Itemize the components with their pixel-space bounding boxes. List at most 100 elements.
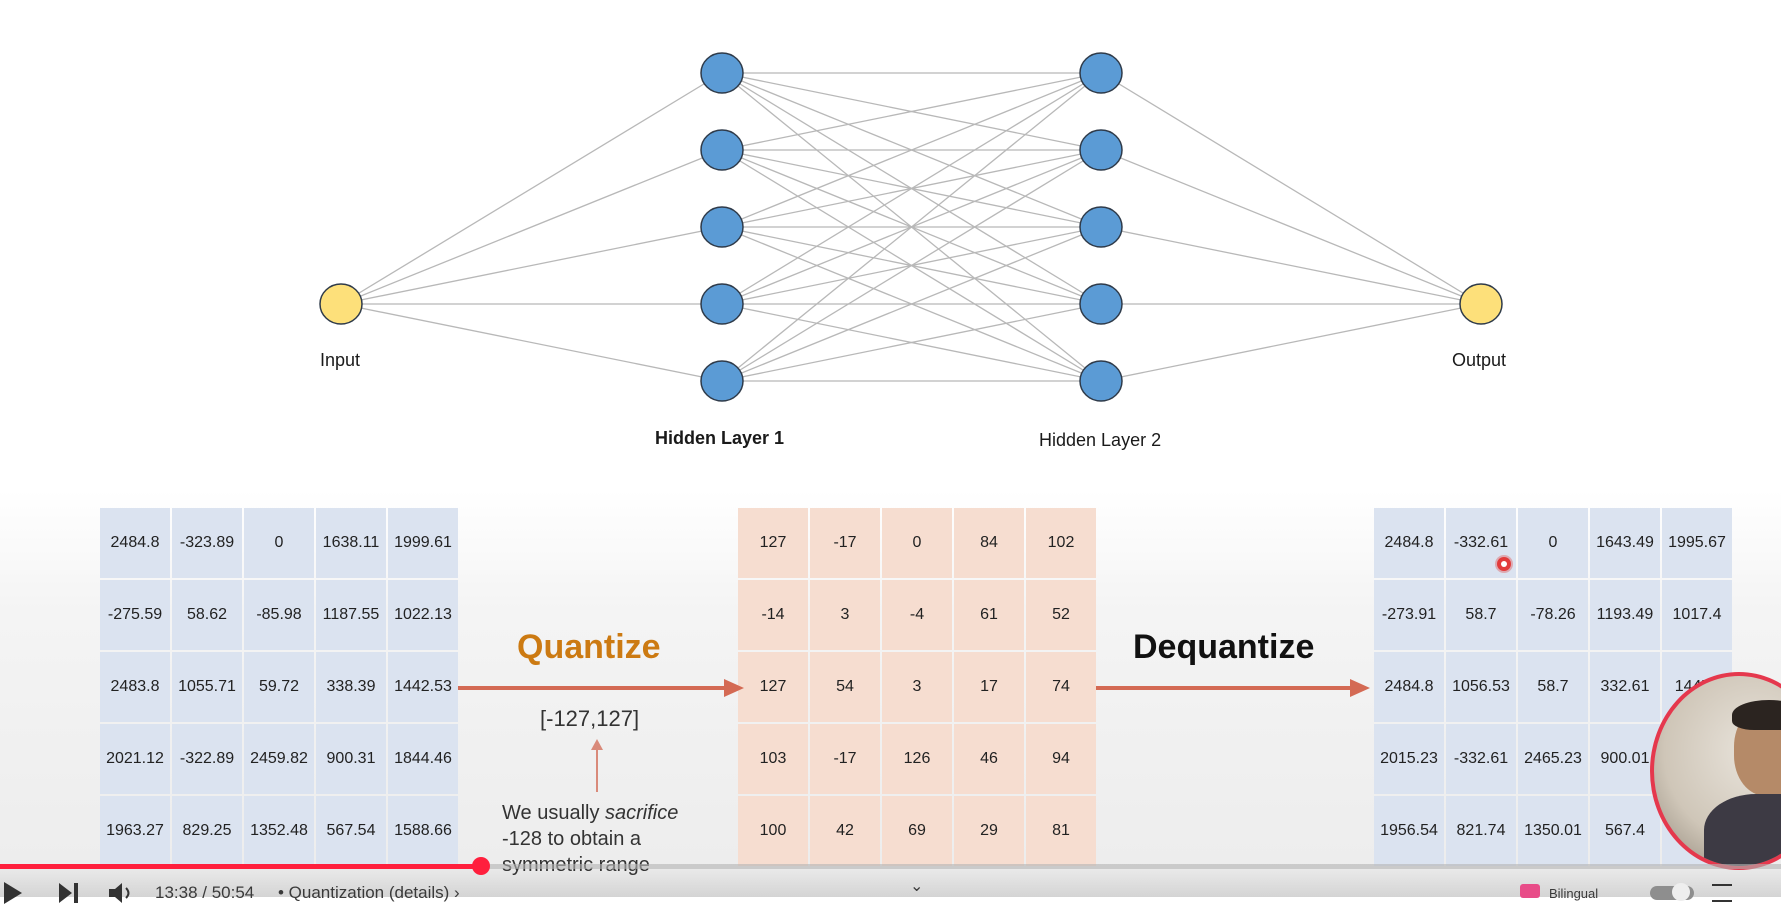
network-edge	[721, 72, 1102, 382]
hidden-layer-1-node	[700, 52, 744, 94]
hidden-layer-2-node	[1079, 129, 1123, 171]
matrix-cell: 81	[1026, 796, 1096, 866]
autoplay-toggle[interactable]	[1650, 883, 1694, 901]
matrix-cell: 0	[1518, 508, 1588, 578]
hidden-layer-1-node	[700, 360, 744, 402]
matrix-cell: 2484.8	[1374, 652, 1444, 722]
matrix-cell: 1350.01	[1518, 796, 1588, 866]
matrix-cell: 332.61	[1590, 652, 1660, 722]
matrix-cell: 1193.49	[1590, 580, 1660, 650]
matrix-cell: 821.74	[1446, 796, 1516, 866]
matrix-cell: 1963.27	[100, 796, 170, 866]
play-icon[interactable]	[2, 882, 24, 904]
network-nodes	[319, 52, 1503, 402]
matrix-cell: 567.4	[1590, 796, 1660, 866]
quantize-arrow	[458, 679, 744, 697]
matrix-cell: 900.01	[1590, 724, 1660, 794]
chapters-icon[interactable]	[1712, 884, 1732, 902]
hidden-layer-2-label: Hidden Layer 2	[1039, 430, 1162, 450]
hidden-layer-1-node	[700, 129, 744, 171]
matrix-cell: 829.25	[172, 796, 242, 866]
quantize-range: [-127,127]	[540, 706, 640, 731]
matrix-cell: 1017.4	[1662, 580, 1732, 650]
input-node	[319, 283, 363, 325]
network-edge	[721, 72, 1102, 228]
dequantize-arrow	[1096, 679, 1370, 697]
network-edges	[340, 72, 1482, 382]
matrix-cell: 1056.53	[1446, 652, 1516, 722]
chapter-title[interactable]: • Quantization (details) ›	[278, 883, 460, 902]
matrix-cell: 0	[244, 508, 314, 578]
matrix-cell: 1995.67	[1662, 508, 1732, 578]
network-edge	[1100, 303, 1482, 382]
time-display: 13:38 / 50:54	[155, 883, 255, 902]
matrix-cell: 2459.82	[244, 724, 314, 794]
matrix-cell: 2483.8	[100, 652, 170, 722]
mouse-cursor	[1497, 557, 1511, 571]
matrix-cell: 338.39	[316, 652, 386, 722]
range-pointer-arrow	[591, 739, 603, 792]
matrix-cell: 1956.54	[1374, 796, 1444, 866]
matrix-cell: 100	[738, 796, 808, 866]
matrix-cell: 3	[882, 652, 952, 722]
matrix-cell: 46	[954, 724, 1024, 794]
hidden-layer-2-node	[1079, 360, 1123, 402]
matrix-cell: 2021.12	[100, 724, 170, 794]
matrix-cell: 61	[954, 580, 1024, 650]
bilingual-label[interactable]: Bilingual	[1549, 886, 1599, 901]
matrix-cell: 84	[954, 508, 1024, 578]
matrix-cell: -332.61	[1446, 724, 1516, 794]
matrix-cell: 29	[954, 796, 1024, 866]
matrix-cell: 1352.48	[244, 796, 314, 866]
matrix-cell: -273.91	[1374, 580, 1444, 650]
network-edge	[340, 303, 723, 382]
quantize-title: Quantize	[517, 628, 661, 666]
matrix-cell: 3	[810, 580, 880, 650]
presenter-hair	[1732, 700, 1781, 730]
dequantize-title: Dequantize	[1133, 628, 1315, 666]
matrix-cell: -4	[882, 580, 952, 650]
matrix-cell: 1055.71	[172, 652, 242, 722]
progress-scrubber[interactable]	[471, 857, 490, 875]
matrix-cell: 126	[882, 724, 952, 794]
next-icon[interactable]	[58, 882, 80, 904]
matrix-cell: 74	[1026, 652, 1096, 722]
matrix-cell: -323.89	[172, 508, 242, 578]
network-edge	[340, 226, 723, 305]
matrix-cell: 2465.23	[1518, 724, 1588, 794]
subtitles-icon[interactable]	[1520, 884, 1540, 898]
matrix-cell: 58.7	[1518, 652, 1588, 722]
hidden-layer-1-node	[700, 206, 744, 248]
input-label: Input	[320, 350, 361, 370]
network-edge	[1100, 226, 1482, 305]
matrix-cell: 0	[882, 508, 952, 578]
note-line-2: -128 to obtain a	[502, 828, 641, 850]
matrix-cell: 567.54	[316, 796, 386, 866]
matrix-cell: 103	[738, 724, 808, 794]
matrix-cell: 1187.55	[316, 580, 386, 650]
network-edge	[721, 72, 1102, 305]
hidden-layer-1-node	[700, 283, 744, 325]
matrix-cell: -78.26	[1518, 580, 1588, 650]
network-edge	[340, 149, 723, 305]
chevron-down-icon[interactable]: ⌄	[910, 878, 924, 895]
player-controls	[0, 864, 1781, 897]
matrix-cell: -17	[810, 724, 880, 794]
matrix-cell: 1643.49	[1590, 508, 1660, 578]
matrix-cell: -14	[738, 580, 808, 650]
matrix-cell: 102	[1026, 508, 1096, 578]
hidden-layer-1-label: Hidden Layer 1	[655, 428, 785, 448]
matrix-cell: -275.59	[100, 580, 170, 650]
matrix-cell: 1588.66	[388, 796, 458, 866]
network-edge	[721, 72, 1102, 151]
hidden-layer-2-node	[1079, 52, 1123, 94]
matrix-cell: 1844.46	[388, 724, 458, 794]
matrix-cell: 1442.53	[388, 652, 458, 722]
volume-icon[interactable]	[108, 882, 134, 904]
matrix-cell: 127	[738, 508, 808, 578]
presenter-shoulders	[1704, 794, 1781, 866]
progress-bar[interactable]	[0, 857, 1781, 875]
